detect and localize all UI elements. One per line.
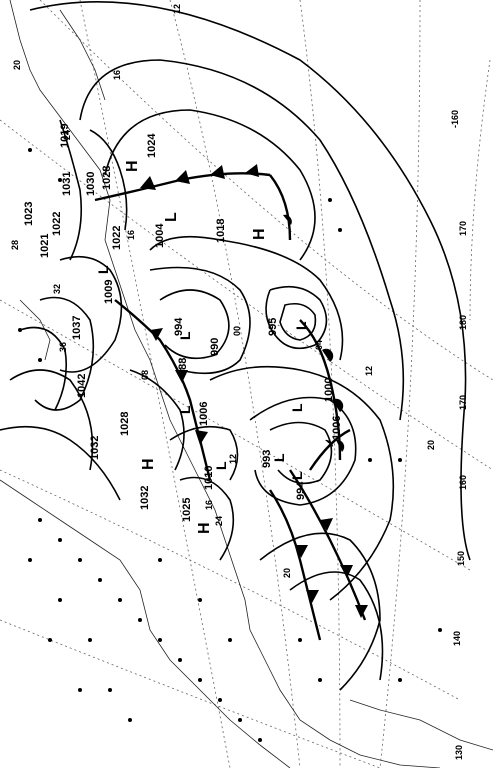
isobar-label: 12 <box>228 454 238 464</box>
high-center-value: 1031 <box>61 172 73 196</box>
high-center-value: 1024 <box>146 133 158 158</box>
isobar-label: 36 <box>58 342 68 352</box>
low-center-marker: L <box>213 461 229 470</box>
isobar-label: 28 <box>10 240 20 250</box>
isobar-label: 24 <box>62 130 72 140</box>
high-center-value: 1018 <box>215 219 227 243</box>
low-center-value: 990 <box>209 338 221 356</box>
low-center-value: 988 <box>177 358 189 376</box>
isobar-labels: 12 16 20 24 28 32 36 00 04 08 12 16 20 2… <box>10 4 374 578</box>
high-center-value: 1042 <box>76 374 88 398</box>
lon-label: 150 <box>456 551 466 566</box>
low-center-value: 1006 <box>331 416 343 440</box>
high-center-value: 1023 <box>23 202 35 226</box>
lon-label: -160 <box>450 110 460 128</box>
isobar-label: 16 <box>204 500 214 510</box>
isobar-label: 04 <box>314 340 324 350</box>
low-center-value: 1010 <box>203 466 215 490</box>
longitude-labels: -160 170 180 170 160 150 140 130 20 <box>426 110 468 760</box>
station-plots <box>18 148 442 742</box>
lon-label: 130 <box>454 745 464 760</box>
high-center-marker: H <box>196 522 213 534</box>
lon-label: 170 <box>458 221 468 236</box>
low-center-value: 1000 <box>323 378 335 402</box>
isobar-label: 08 <box>140 370 150 380</box>
lon-label: 140 <box>452 631 462 646</box>
low-center-value: 995 <box>267 318 279 336</box>
low-center-value: 1009 <box>103 280 115 304</box>
isobar-label: 16 <box>126 230 136 240</box>
high-center-value: 1032 <box>89 436 101 460</box>
low-center-value: 994 <box>295 481 307 500</box>
lon-label: 160 <box>458 475 468 490</box>
low-center-value: 1004 <box>154 223 166 248</box>
high-center-value: 1032 <box>139 486 151 510</box>
low-center-value: 994 <box>173 317 185 336</box>
isobar-label: 12 <box>364 366 374 376</box>
high-center-value: 1021 <box>39 234 51 258</box>
low-center-marker: L <box>95 265 111 274</box>
low-center-marker: L <box>177 405 193 414</box>
high-center-value: 1022 <box>51 212 63 236</box>
high-center-value: 1025 <box>181 498 193 522</box>
fronts <box>94 164 368 641</box>
lat-label: 20 <box>426 440 436 450</box>
low-center-marker: L <box>293 321 309 330</box>
high-center-value: 1028 <box>101 166 113 190</box>
high-center-marker: H <box>124 160 141 172</box>
low-center-marker: L <box>177 331 193 340</box>
isobar-label: 32 <box>52 284 62 294</box>
isobar-label: 24 <box>214 516 224 526</box>
isobar-label: 20 <box>282 568 292 578</box>
low-center-value: 1006 <box>198 402 210 426</box>
low-center-marker: L <box>289 471 305 480</box>
lon-label: 180 <box>458 315 468 330</box>
high-center-value: 1037 <box>71 316 83 340</box>
high-center-marker: H <box>140 458 157 470</box>
isobar-label: 00 <box>232 326 242 336</box>
high-center-value: 1019 <box>59 124 71 148</box>
low-center-value: 993 <box>261 450 273 468</box>
low-center-marker: L <box>271 453 287 462</box>
low-center-value: 1022 <box>111 226 123 250</box>
pressure-centers: H 1024 H 1018 H 1025 H 1032 1031 1022 10… <box>23 124 343 534</box>
isobar-label: 16 <box>112 70 122 80</box>
high-center-value: 1028 <box>119 412 131 436</box>
isobars <box>0 1 471 691</box>
isobar-label: 12 <box>172 4 182 14</box>
isobar-label: 20 <box>12 60 22 70</box>
high-center-marker: H <box>251 228 268 240</box>
high-center-value: 1030 <box>85 172 97 196</box>
low-center-marker: L <box>289 403 305 412</box>
lon-label: 170 <box>458 395 468 410</box>
low-center-marker: L <box>163 212 180 222</box>
